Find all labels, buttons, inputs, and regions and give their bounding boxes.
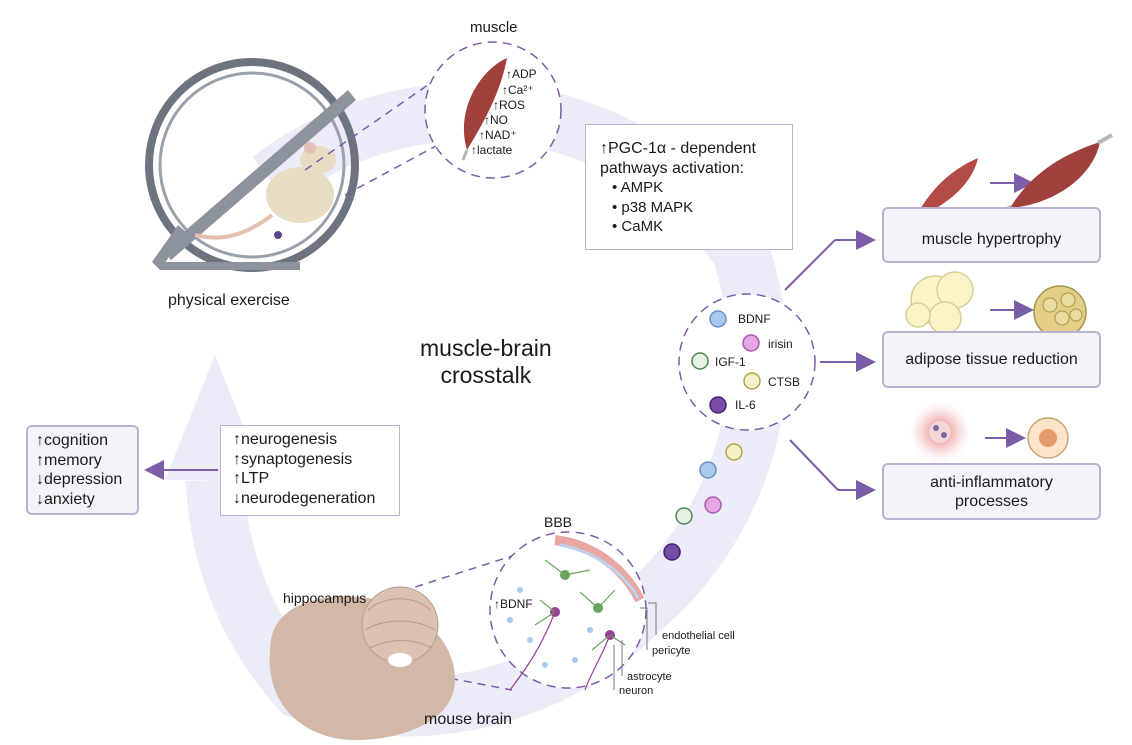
outcome-depression: ↓depression [36,471,123,488]
anti-inflammatory-label-2: processes [955,492,1028,510]
anti-inflammatory-box: anti-inflammatory processes [882,463,1101,520]
marker-lactate: ↑lactate [471,143,513,157]
pgc-item-p38: • p38 MAPK [612,198,694,216]
myokine-label-igf1: IGF-1 [715,355,746,369]
marker-ca: ↑Ca²⁺ [502,83,534,97]
muscle-hypertrophy-box: muscle hypertrophy [882,207,1101,263]
myokine-label-irisin: irisin [768,337,793,351]
effect-ltp: ↑LTP [233,470,270,487]
marker-adp: ↑ADP [506,67,537,81]
mouse-brain-illustration [269,586,455,741]
outcomes-box: ↑cognition ↑memory ↓depression ↓anxiety [26,425,139,515]
il6-dot [709,396,727,414]
myokine-label-ctsb: CTSB [768,375,801,389]
diagram-title: muscle-brain crosstalk [420,335,552,389]
muscle-inset [424,41,562,179]
mouse-brain-label: mouse brain [424,711,513,728]
irisin-dot [742,334,760,352]
igf1-dot [691,352,709,370]
brain-inset [361,531,657,691]
outcome-cognition: ↑cognition [36,432,109,449]
mouse-body [266,167,334,223]
ctsb-dot [743,372,761,390]
pgc-heading-2: pathways activation: [600,159,745,177]
pericyte-label: pericyte [652,645,691,657]
muscle-label: muscle [470,19,518,36]
adipose-reduction-label: adipose tissue reduction [905,350,1078,368]
marker-nad: ↑NAD⁺ [479,128,517,142]
adipose-reduction-box: adipose tissue reduction [882,331,1101,388]
hippocampus-label: hippocampus [283,590,367,606]
pgc-heading-1: ↑PGC-1α - dependent [600,140,756,157]
brain-effects-box: ↑neurogenesis ↑synaptogenesis ↑LTP ↓neur… [220,425,400,516]
bdnf-brain-label: ↑BDNF [494,597,533,611]
adipose-icons [905,271,1087,339]
exercise-wheel [145,58,359,272]
endothelial-cell-label: endothelial cell [662,630,735,642]
pgc-item-ampk: • AMPK [612,179,664,196]
myokine-label-bdnf: BDNF [738,312,771,326]
myokine-inset [678,293,816,431]
marker-ros: ↑ROS [493,98,526,112]
effect-neurogenesis: ↑neurogenesis [233,431,338,448]
astrocyte-label: astrocyte [627,671,672,683]
muscle-hypertrophy-label: muscle hypertrophy [921,231,1062,248]
outcome-anxiety: ↓anxiety [36,490,95,508]
myokine-label-il6: IL-6 [735,398,756,412]
title-line-1: muscle-brain [420,335,552,361]
traveling-myokines [663,443,743,561]
bbb-label: BBB [544,514,573,530]
anti-inflammatory-label-1: anti-inflammatory [930,473,1053,491]
bdnf-dot [709,310,727,328]
title-line-2: crosstalk [440,362,532,388]
exercise-label: physical exercise [168,292,290,309]
outcome-memory: ↑memory [36,451,102,469]
pgc-item-camk: • CaMK [612,218,664,235]
pgc-pathways-box: ↑PGC-1α - dependent pathways activation:… [585,124,793,250]
effect-neurodegeneration: ↓neurodegeneration [233,489,376,507]
marker-no: ↑NO [484,113,508,127]
neuron-label: neuron [619,685,654,697]
effect-synaptogenesis: ↑synaptogenesis [233,450,353,468]
inflammation-icons [910,402,1069,462]
